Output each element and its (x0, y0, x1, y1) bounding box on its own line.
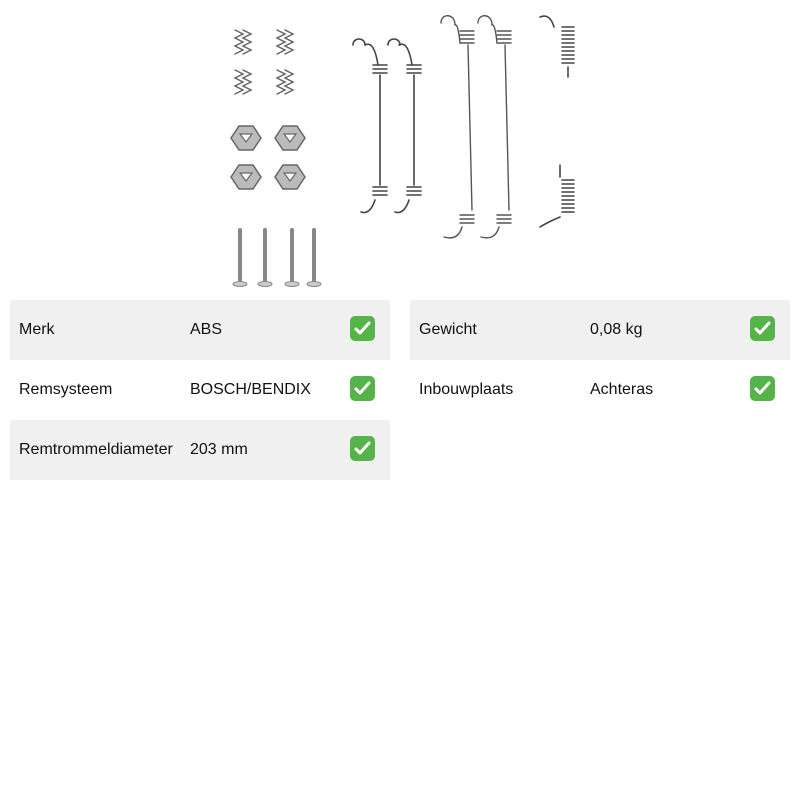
check-icon (350, 316, 375, 341)
spec-label: Remsysteem (19, 381, 113, 398)
product-image (210, 5, 590, 290)
spec-row: Merk ABS (10, 300, 390, 360)
check-icon (350, 436, 375, 461)
spec-row: Remsysteem BOSCH/BENDIX (10, 360, 390, 420)
check-icon (750, 376, 775, 401)
spec-value: 203 mm (190, 441, 248, 458)
spec-table-left: Merk ABS Remsysteem BOSCH/BENDIX Remtrom… (10, 300, 390, 480)
spec-label: Merk (19, 321, 55, 338)
small-spring-icon (233, 29, 253, 55)
spec-label: Gewicht (419, 321, 477, 338)
spec-row: Remtrommeldiameter 203 mm (10, 420, 390, 480)
brake-shoe-fitting-kit-icon (230, 15, 575, 287)
small-spring-icon (275, 69, 295, 95)
spec-value: Achteras (590, 381, 654, 398)
spec-label: Remtrommeldiameter (19, 441, 173, 458)
small-spring-icon (233, 69, 253, 95)
spec-row: Gewicht 0,08 kg (410, 300, 790, 360)
spec-table-right: Gewicht 0,08 kg Inbouwplaats Achteras (410, 300, 790, 420)
spec-row: Inbouwplaats Achteras (410, 360, 790, 420)
small-spring-icon (275, 29, 295, 55)
spec-value: ABS (190, 321, 223, 338)
spec-value: 0,08 kg (590, 321, 643, 338)
check-icon (750, 316, 775, 341)
spec-label: Inbouwplaats (419, 381, 514, 398)
spec-value: BOSCH/BENDIX (190, 381, 311, 398)
check-icon (350, 376, 375, 401)
